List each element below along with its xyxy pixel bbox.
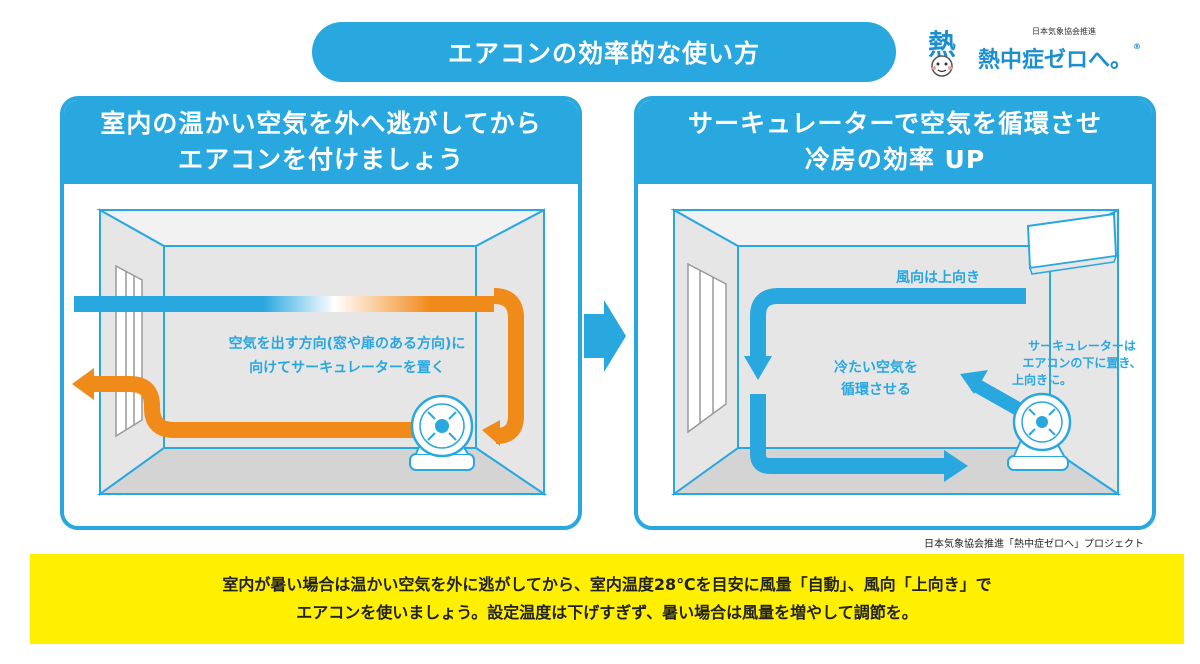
panel-heading: 室内の温かい空気を外へ逃がしてから エアコンを付けましょう [64, 100, 578, 184]
circulator-airflow-arrowhead [960, 370, 988, 394]
airflow-exit-arrowhead [72, 368, 94, 400]
circulator-note-line1: サーキュレーターは [1028, 339, 1136, 353]
panel-heading-line1: サーキュレーターで空気を循環させ [687, 109, 1102, 138]
panel-heading-line2: エアコンを付けましょう [177, 145, 464, 174]
panel-heading-line2: 冷房の効率 UP [804, 145, 986, 174]
credit: 日本気象協会推進「熱中症ゼロへ」プロジェクト [924, 539, 1144, 550]
panel-circulate: サーキュレーターで空気を循環させ 冷房の効率 UP [634, 96, 1156, 530]
logo-org: 日本気象協会推進 [1032, 27, 1096, 36]
logo-mark-icon: 熱 [928, 28, 956, 77]
circulator-airflow [970, 377, 1024, 417]
airflow-top [74, 296, 494, 312]
airflow-right-arrowhead [482, 420, 500, 446]
logo-name-mark: 。 [1110, 48, 1133, 73]
panel-ventilate: 室内の温かい空気を外へ逃がしてから エアコンを付けましょう [60, 96, 582, 530]
logo-reg: ® [1133, 42, 1142, 51]
circulator-icon [409, 394, 475, 471]
advice-note-line1: 室内が暑い場合は温かい空気を外に逃がしてから、室内温度28℃を目安に風量「自動」… [222, 575, 992, 594]
advice-note-line2: エアコンを使いましょう。設定温度は下げすぎず、暑い場合は風量を増やして調節を。 [296, 603, 918, 622]
airflow-bottom [94, 376, 418, 438]
panel-heading-line1: 室内の温かい空気を外へ逃がしてから [100, 109, 542, 138]
airflow-right [493, 288, 524, 444]
window-icon [115, 264, 143, 438]
circulator-icon [1007, 392, 1072, 471]
logo: 熱 日本気象協会推進 熱中症ゼロへ。® [920, 20, 1170, 84]
page-title: エアコンの効率的な使い方 [312, 22, 896, 82]
logo-name: 熱中症ゼロへ。® [978, 42, 1141, 74]
airflow-top [750, 288, 1026, 356]
window-icon [687, 262, 727, 434]
room-illustration-circulate: 風向は上向き 冷たい空気を 循環させる サーキュレーターは エアコンの下に置き、… [670, 208, 1142, 496]
next-step-arrow-icon [584, 300, 626, 372]
wind-direction-label: 風向は上向き [896, 269, 980, 286]
room-illustration-ventilate: 空気を出す方向(窓や扉のある方向)に 向けてサーキュレーターを置く [72, 208, 548, 496]
circulator-direction-label-line1: 空気を出す方向(窓や扉のある方向)に [229, 335, 466, 352]
circulator-direction-label-line2: 向けてサーキュレーターを置く [249, 359, 445, 376]
airflow-right-arrowhead [944, 450, 968, 482]
logo-name-text: 熱中症ゼロへ [978, 48, 1111, 73]
circulator-note-line2: エアコンの下に置き、 [1022, 356, 1141, 370]
airflow-down-arrowhead [744, 356, 772, 380]
airflow-bottom [750, 394, 944, 474]
room-walls [96, 208, 548, 496]
air-conditioner-icon [1026, 212, 1118, 275]
panel-heading: サーキュレーターで空気を循環させ 冷房の効率 UP [638, 100, 1152, 184]
advice-note: 室内が暑い場合は温かい空気を外に逃がしてから、室内温度28℃を目安に風量「自動」… [30, 554, 1184, 644]
circulator-note-line3: 上向きに。 [1012, 372, 1072, 387]
cool-air-label-line1: 冷たい空気を [834, 359, 918, 376]
cool-air-label-line2: 循環させる [841, 381, 911, 398]
